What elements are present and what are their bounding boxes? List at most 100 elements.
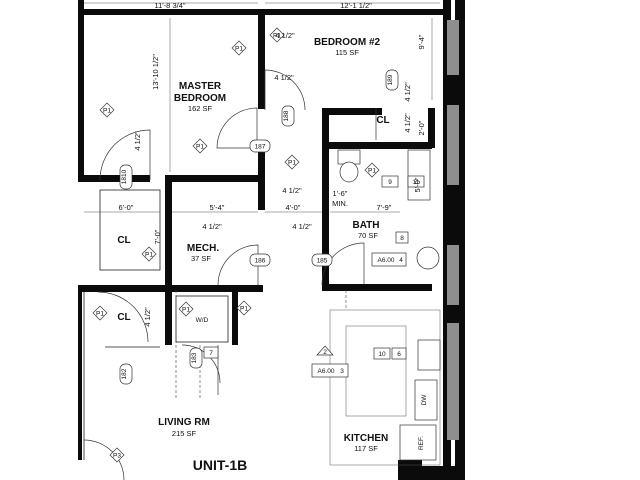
svg-text:185: 185 — [317, 258, 328, 265]
svg-text:P1: P1 — [182, 307, 190, 314]
tag-10: 10 — [373, 347, 391, 360]
wall-cl-wd — [165, 285, 172, 345]
wall-cl2-right — [428, 108, 435, 148]
room-cl-bed2: CL — [376, 115, 389, 126]
wall-bath-top-left — [322, 108, 382, 115]
wall-bath-top — [322, 142, 432, 149]
room-master-line2: BEDROOM — [174, 93, 226, 104]
svg-text:187: 187 — [255, 144, 266, 151]
svg-text:11: 11 — [413, 179, 420, 186]
kitchen-island — [345, 325, 407, 417]
svg-text:9: 9 — [388, 179, 392, 186]
wall-cl-mech — [165, 175, 172, 295]
dim-41-2-b: 4 1/2" — [274, 73, 294, 82]
dim-bath-width: 7'-9" — [377, 203, 392, 212]
room-mech-area: 37 SF — [191, 254, 211, 263]
dim-41-2-d: 4 1/2" — [282, 186, 302, 195]
tag-p1-mech: P1 — [236, 300, 252, 316]
wall-bath-bottom — [322, 284, 432, 291]
washer-dryer-label: W/D — [196, 317, 209, 324]
room-cl-living: CL — [117, 312, 130, 323]
dim-cl2: 2'-0" — [417, 120, 426, 135]
dim-41-2-f: 4 1/2" — [292, 222, 312, 231]
svg-text:P1: P1 — [103, 108, 111, 115]
room-living-area: 215 SF — [172, 429, 197, 438]
door-swing-bath — [321, 242, 365, 286]
tag-p1-master: P1 — [99, 102, 115, 118]
door-swing-bed2 — [264, 69, 306, 111]
ref-a600-3: 2 A6.00 3 — [311, 345, 349, 378]
room-bath-area: 70 SF — [358, 231, 378, 240]
column-3 — [445, 305, 465, 323]
svg-text:182: 182 — [121, 368, 128, 379]
door-tag-183: 183 — [189, 347, 203, 369]
dishwasher — [414, 379, 438, 421]
unit-title: UNIT-1B — [193, 457, 247, 473]
svg-text:P1: P1 — [196, 144, 204, 151]
dim-hall: 4'-0" — [286, 203, 301, 212]
tag-7: 7 — [203, 346, 219, 359]
door-tag-188: 188 — [281, 105, 295, 127]
room-bed2-name: BEDROOM #2 — [314, 37, 381, 48]
room-master-area: 162 SF — [188, 104, 213, 113]
dim-41-2-c: 4 1/2" — [133, 131, 142, 151]
room-living-name: LIVING RM — [158, 417, 210, 428]
svg-text:P1: P1 — [96, 311, 104, 318]
dim-min: MIN. — [332, 199, 348, 208]
door-swing-cl-master — [99, 129, 151, 181]
dim-master-width: 11'-8 3/4" — [154, 1, 185, 10]
tag-6: 6 — [391, 347, 407, 360]
lavatory-sink — [416, 246, 440, 270]
column-4 — [420, 466, 465, 480]
door-tag-1810: 1810 — [119, 164, 133, 190]
wall-master-bottom-left — [78, 175, 150, 182]
wall-master-bed2 — [258, 9, 265, 109]
bathtub — [407, 149, 431, 201]
top-left-stub — [78, 0, 84, 15]
svg-text:P1: P1 — [240, 306, 248, 313]
dim-bed2-width: 12'-1 1/2" — [340, 1, 372, 10]
svg-text:P1: P1 — [145, 252, 153, 259]
room-mech-name: MECH. — [187, 243, 219, 254]
wall-mech-hall-upper — [258, 150, 265, 210]
tag-p1-cl-living: P1 — [92, 305, 108, 321]
svg-text:P1: P1 — [288, 160, 296, 167]
tag-p1-hall: P1 — [192, 138, 208, 154]
svg-text:183: 183 — [191, 352, 198, 363]
wall-master-bottom-right — [165, 175, 265, 182]
room-master-line1: MASTER — [179, 81, 222, 92]
door-swing-master — [216, 107, 258, 149]
wall-bath-left — [322, 110, 329, 286]
dim-cl-depth: 7'-0" — [153, 229, 162, 244]
closet-master-outline — [99, 189, 161, 271]
wall-kitchen-bottom — [398, 460, 422, 480]
door-swing-cl-living — [97, 291, 149, 343]
kitchen-counter-outline — [329, 309, 441, 466]
dishwasher-label: DW — [421, 394, 428, 406]
tag-p1-bed2b: P1 — [269, 27, 285, 43]
dim-41-2-a: 4 1/2" — [275, 31, 295, 40]
door-tag-189: 189 — [385, 69, 399, 91]
refrigerator — [399, 424, 437, 461]
left-wall-master — [78, 9, 84, 181]
dim-41-2-g: 4 1/2" — [143, 307, 152, 327]
svg-text:189: 189 — [387, 74, 394, 85]
room-kitchen-area: 117 SF — [354, 444, 378, 453]
tag-p1-cl: P1 — [141, 246, 157, 262]
column-1 — [445, 75, 465, 105]
column-2 — [445, 185, 465, 245]
tag-9: 9 — [381, 175, 399, 188]
tag-p1-wd: P1 — [178, 301, 194, 317]
tag-p1-bed2: P1 — [231, 40, 247, 56]
dim-master-depth: 13'-10 1/2" — [151, 54, 160, 90]
door-swing-entry — [83, 439, 125, 480]
svg-text:188: 188 — [283, 110, 290, 121]
door-tag-182: 182 — [119, 363, 133, 385]
door-tag-187: 187 — [249, 139, 271, 153]
svg-text:10: 10 — [378, 351, 386, 358]
door-swing-mech — [217, 244, 259, 286]
room-bath-name: BATH — [352, 220, 379, 231]
dim-cl-width: 6'-0" — [119, 203, 134, 212]
svg-text:8: 8 — [400, 235, 404, 242]
